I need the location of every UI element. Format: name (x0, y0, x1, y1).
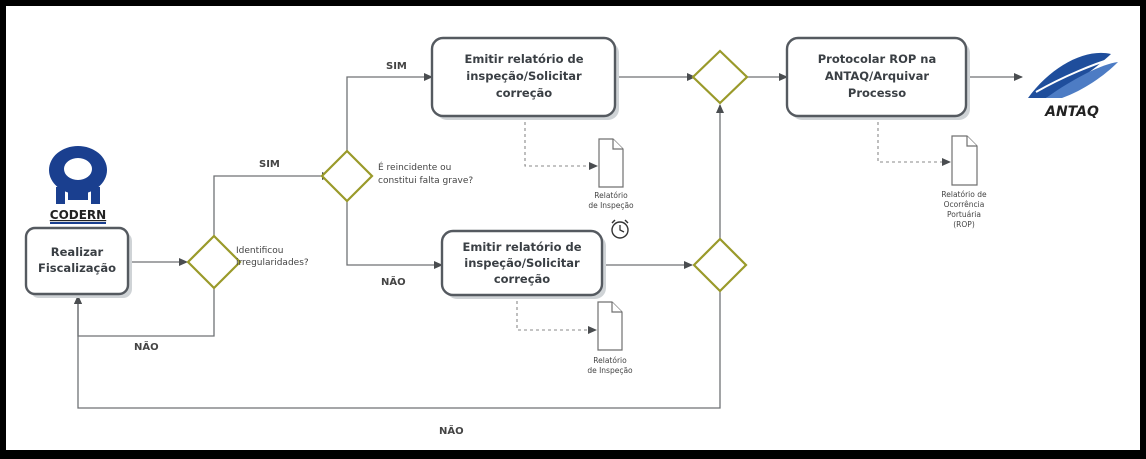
doc-top-line-1: Relatório (594, 191, 628, 200)
emitir-bottom-line-1: Emitir relatório de (462, 240, 581, 254)
doc-rop-line-4: (ROP) (953, 220, 975, 229)
emitir-top-line-1: Emitir relatório de (464, 52, 583, 66)
label-nao-bottom: NÃO (439, 424, 464, 437)
flow-gate2-nao (346, 201, 443, 269)
assoc-emitir-bottom-doc (516, 295, 597, 334)
label-nao-left: NÃO (134, 340, 159, 353)
emitir-top-line-2: inspeção/Solicitar (466, 69, 582, 83)
label-sim-upper: SIM (386, 61, 407, 72)
doc-rop-line-3: Portuária (947, 210, 981, 219)
process-emitir-relatorio-top: Emitir relatório de inspeção/Solicitar c… (430, 36, 619, 120)
flow-gate1-sim (213, 172, 331, 236)
gateway-merge-bottom (692, 237, 748, 293)
emitir-bottom-line-3: correção (494, 272, 550, 286)
process-protocolar-rop: Protocolar ROP na ANTAQ/Arquivar Process… (785, 36, 970, 120)
doc-top-line-2: de Inspeção (588, 201, 634, 210)
emitir-bottom-line-2: inspeção/Solicitar (464, 256, 580, 270)
question-irregularidades-line-2: irregularidades? (236, 258, 309, 268)
protocolar-line-2: ANTAQ/Arquivar (825, 69, 930, 83)
clock-timer-icon (611, 219, 629, 239)
label-sim-lower: SIM (259, 159, 280, 170)
flow-nao-bottom-loop (74, 291, 721, 409)
doc-bottom-line-1: Relatório (593, 356, 627, 365)
antaq-logo: ANTAQ (1028, 52, 1118, 120)
codern-logo: CODERN (49, 146, 107, 224)
document-relatorio-top: Relatório de Inspeção (588, 138, 634, 210)
realizar-line-2: Fiscalização (38, 261, 116, 275)
process-realizar-fiscalizacao: Realizar Fiscalização (24, 226, 132, 298)
data-associations (516, 116, 951, 334)
flow-gate2-sim (346, 73, 433, 151)
realizar-line-1: Realizar (51, 245, 104, 259)
gateway-reincidente (320, 149, 374, 203)
antaq-wordmark: ANTAQ (1044, 104, 1099, 120)
codern-wordmark: CODERN (50, 208, 106, 222)
document-relatorio-bottom: Relatório de Inspeção (587, 301, 633, 375)
doc-rop-line-2: Ocorrência (944, 200, 985, 209)
assoc-protocolar-doc (877, 116, 951, 166)
doc-bottom-line-2: de Inspeção (587, 366, 633, 375)
assoc-emitir-top-doc (524, 116, 598, 170)
question-reincidente-line-2: constitui falta grave? (378, 176, 473, 186)
gateway-merge-top (691, 49, 749, 105)
process-diagram: Realizar Fiscalização Emitir relatório d… (24, 36, 1118, 437)
process-emitir-relatorio-bottom: Emitir relatório de inspeção/Solicitar c… (440, 229, 606, 299)
emitir-top-line-3: correção (496, 86, 552, 100)
sequence-flows (74, 73, 1023, 409)
doc-rop-line-1: Relatório de (941, 190, 987, 199)
protocolar-line-1: Protocolar ROP na (818, 52, 937, 66)
label-nao-mid: NÃO (381, 275, 406, 288)
question-irregularidades-line-1: Identificou (236, 246, 283, 256)
gateway-irregularidades (186, 234, 242, 290)
document-rop: Relatório de Ocorrência Portuária (ROP) (941, 135, 987, 229)
question-reincidente-line-1: É reincidente ou (378, 161, 451, 173)
protocolar-line-3: Processo (848, 86, 906, 100)
